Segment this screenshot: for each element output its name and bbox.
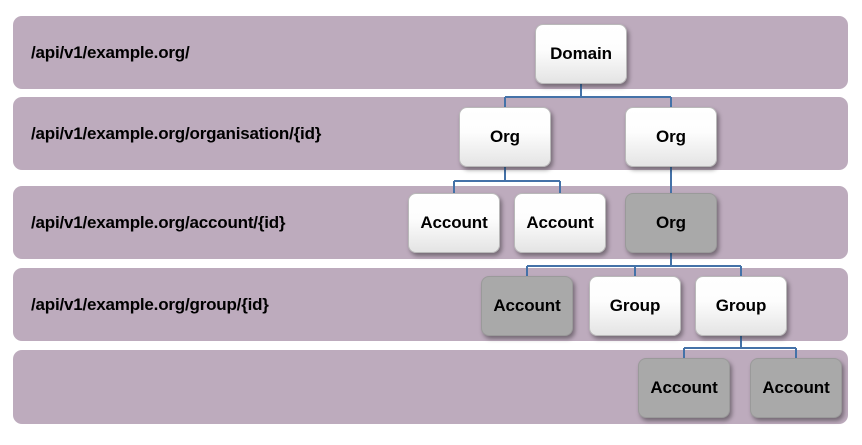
n-org-1[interactable]: Org [459,107,551,167]
n-account-3-label: Account [493,296,561,315]
n-org-3-label: Org [656,213,686,232]
band-group-label: /api/v1/example.org/group/{id} [31,294,269,314]
n-domain[interactable]: Domain [535,24,627,84]
band-organisation-label: /api/v1/example.org/organisation/{id} [31,123,322,143]
n-org-2[interactable]: Org [625,107,717,167]
n-account-4[interactable]: Account [638,358,730,418]
n-account-3[interactable]: Account [481,276,573,336]
n-group-2-label: Group [715,296,767,315]
n-org-1-label: Org [490,127,520,146]
n-group-1[interactable]: Group [589,276,681,336]
band-organisation: /api/v1/example.org/organisation/{id} [13,97,848,170]
n-account-5-label: Account [762,378,830,397]
n-org-2-label: Org [656,127,686,146]
band-domain-label: /api/v1/example.org/ [31,42,190,62]
band-domain: /api/v1/example.org/ [13,16,848,89]
n-group-2[interactable]: Group [695,276,787,336]
n-domain-label: Domain [550,44,612,63]
n-org-3[interactable]: Org [625,193,717,253]
n-group-1-label: Group [609,296,661,315]
band-account-label: /api/v1/example.org/account/{id} [31,212,286,232]
n-account-4-label: Account [650,378,718,397]
n-account-2-label: Account [526,213,594,232]
n-account-1[interactable]: Account [408,193,500,253]
n-account-5[interactable]: Account [750,358,842,418]
n-account-1-label: Account [420,213,488,232]
n-account-2[interactable]: Account [514,193,606,253]
